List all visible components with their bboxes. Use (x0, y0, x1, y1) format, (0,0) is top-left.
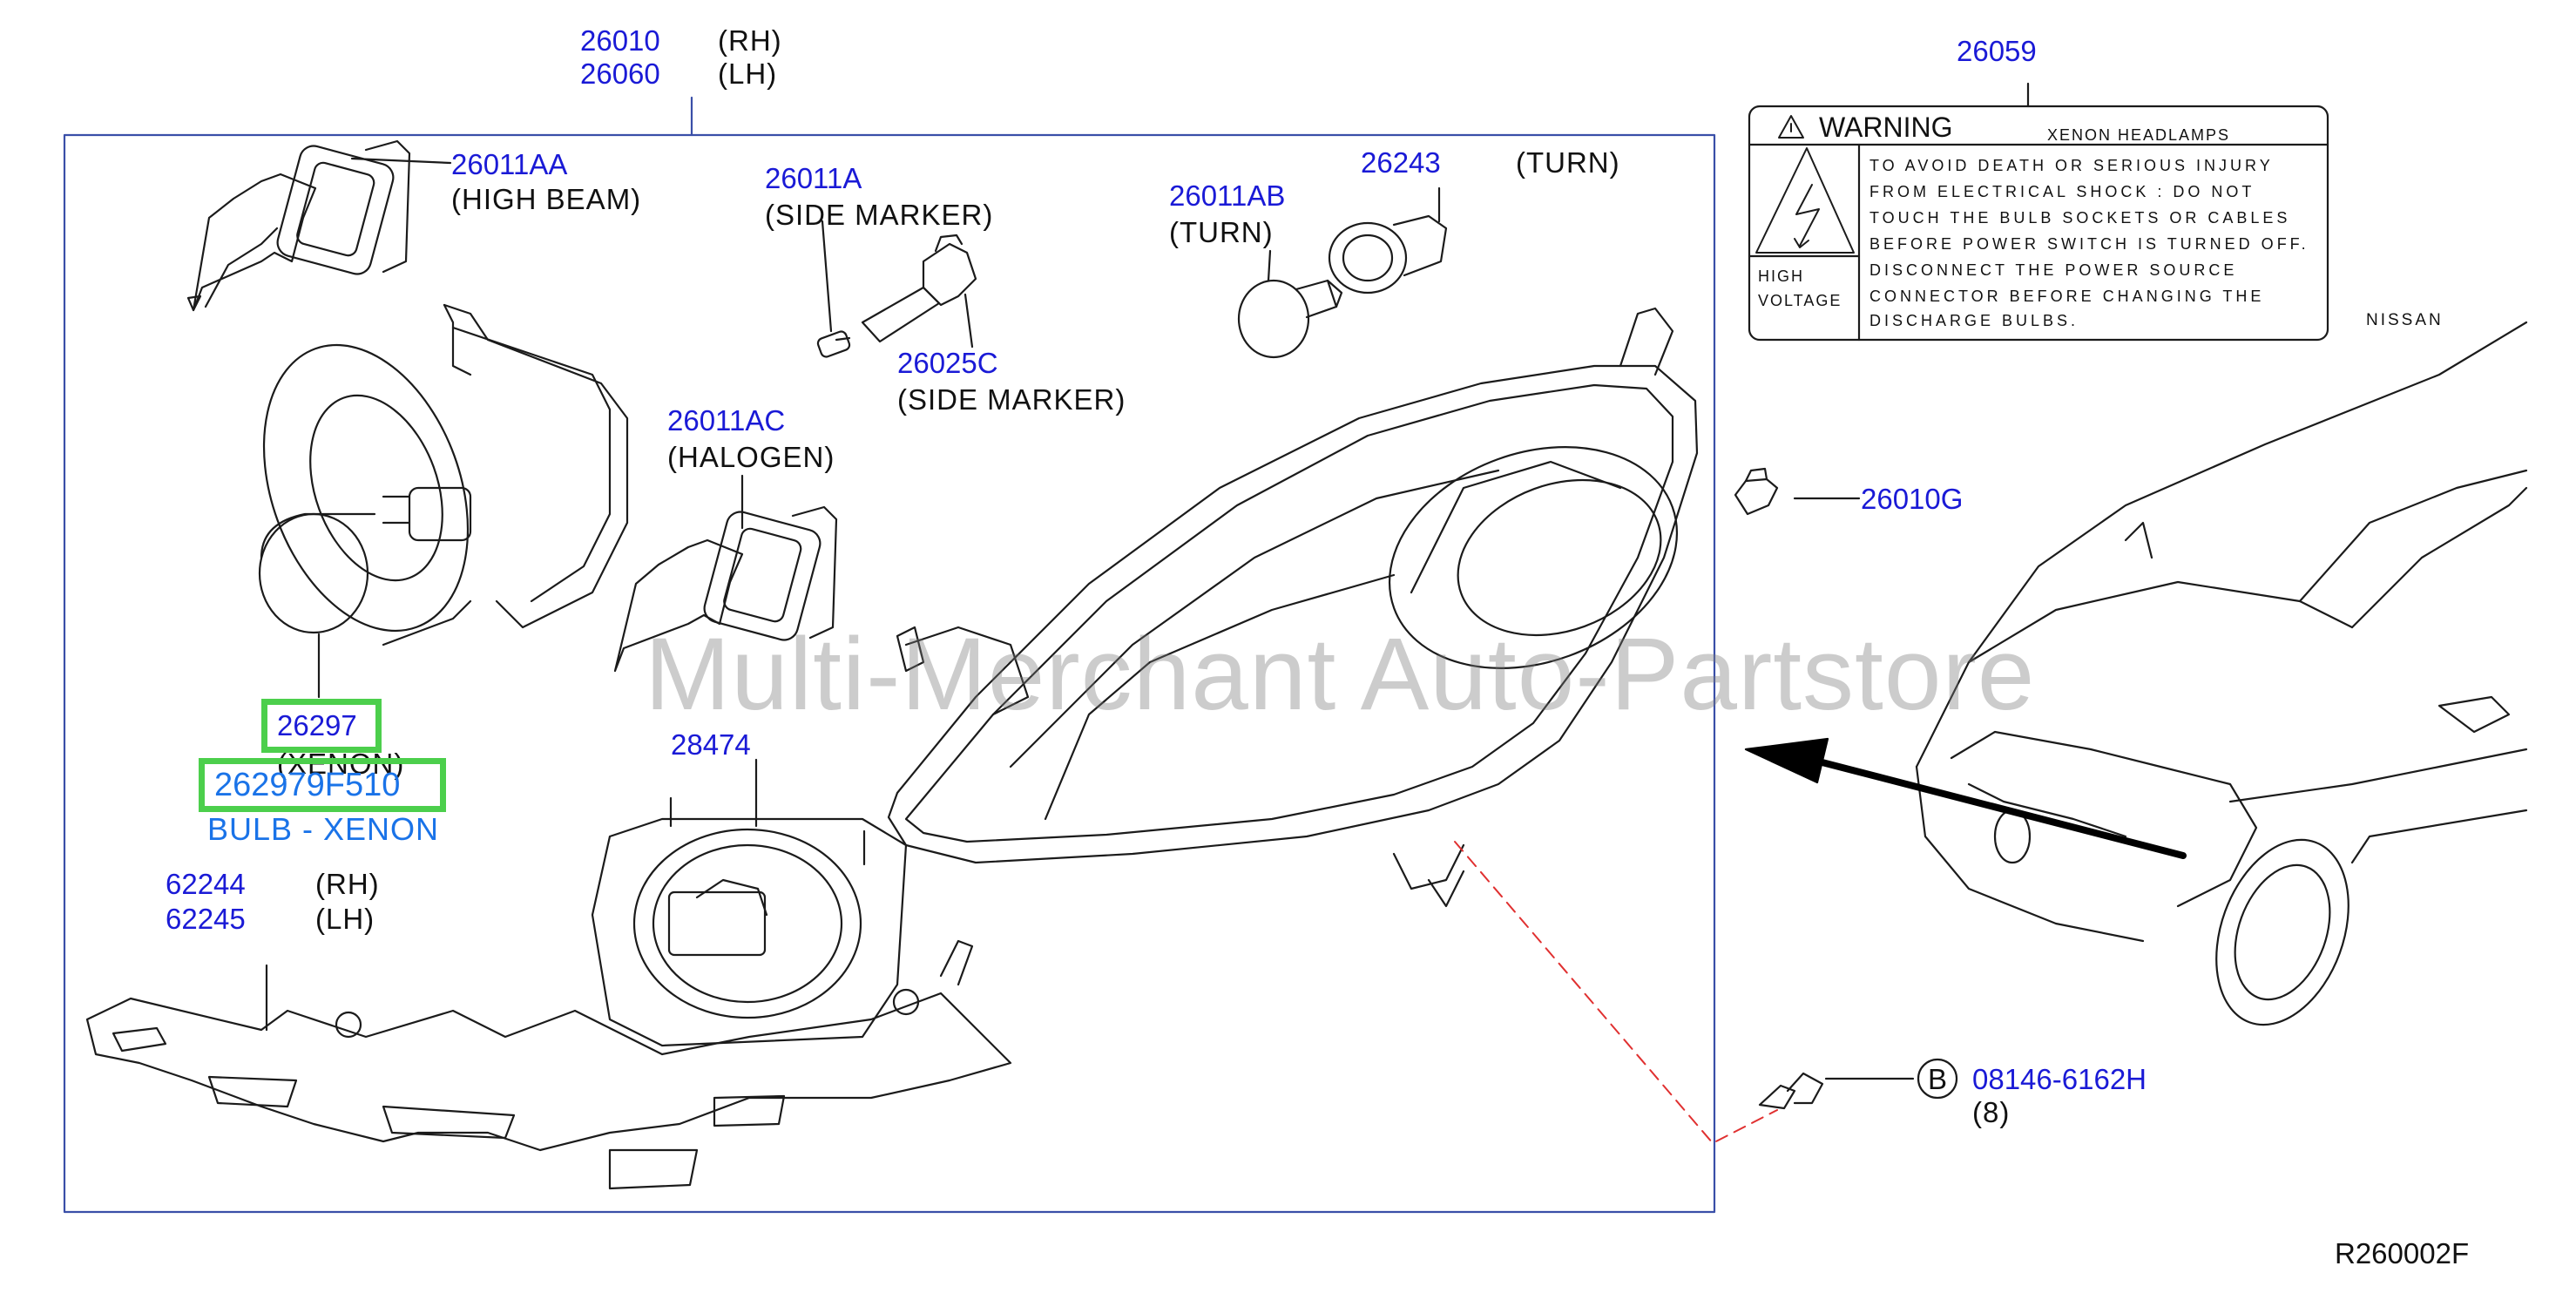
xenon-bulb-art (258, 303, 629, 699)
callout-26059-number[interactable]: 26059 (1957, 35, 2037, 67)
bolt-circle-marker (1917, 1058, 1958, 1100)
callout-bolt-qty: (8) (1972, 1096, 2011, 1128)
bolt-leader-dashed (1454, 841, 1778, 1144)
warning-title: WARNING (1819, 112, 1953, 143)
callout-26025C-number[interactable]: 26025C (897, 347, 998, 379)
callout-26011AB-desc: (TURN) (1169, 216, 1274, 248)
callout-bolt-number[interactable]: 08146-6162H (1972, 1063, 2147, 1095)
selected-oem-number[interactable]: 262979F510 (214, 767, 401, 803)
callout-62245-number[interactable]: 62245 (166, 903, 246, 935)
warning-line-4: BEFORE POWER SWITCH IS TURNED OFF. (1869, 235, 2309, 253)
assembly-frame (63, 133, 1716, 1214)
turn-bulb-art (1237, 186, 1448, 359)
callout-26297-number[interactable]: 26297 (277, 709, 357, 741)
highlight-26297 (261, 699, 382, 753)
high-beam-bulb-art (186, 139, 452, 312)
warning-side-high: HIGH (1758, 267, 1804, 285)
warning-line-6: CONNECTOR BEFORE CHANGING THE (1869, 288, 2265, 305)
clip-art (1734, 467, 1861, 516)
callout-26011AC-number[interactable]: 26011AC (667, 404, 786, 437)
callout-26243-desc: (TURN) (1516, 146, 1620, 179)
warning-label-box (1748, 105, 2329, 342)
assembly-side-rh: (RH) (718, 24, 782, 57)
halogen-bulb-art (613, 474, 838, 673)
callout-62245-side: (LH) (315, 903, 375, 935)
assembly-number-lh[interactable]: 26060 (580, 58, 660, 90)
warning-line-1: TO AVOID DEATH OR SERIOUS INJURY (1869, 157, 2274, 174)
callout-26011AB-number[interactable]: 26011AB (1169, 179, 1286, 212)
brand-label: NISSAN (2366, 311, 2444, 329)
callout-62244-number[interactable]: 62244 (166, 868, 246, 900)
callout-26011A-number[interactable]: 26011A (765, 162, 862, 194)
callout-26243-number[interactable]: 26243 (1361, 146, 1441, 179)
side-marker-art (816, 220, 977, 358)
warning-line-2: FROM ELECTRICAL SHOCK : DO NOT (1869, 183, 2255, 200)
selected-part-name: BULB - XENON (207, 811, 440, 847)
ballast-art (591, 758, 908, 1047)
warning-line-7: DISCHARGE BULBS. (1869, 312, 2079, 329)
callout-62244-side: (RH) (315, 868, 380, 900)
callout-26025C-desc: (SIDE MARKER) (897, 383, 1126, 416)
callout-26011AC-desc: (HALOGEN) (667, 441, 835, 473)
bracket-art (85, 939, 1012, 1190)
watermark: Multi-Merchant Auto-Partstore (645, 617, 2036, 732)
headlamp-housing-art (887, 307, 1699, 908)
callout-26011A-desc: (SIDE MARKER) (765, 199, 994, 231)
direction-arrow (1809, 756, 2187, 859)
callout-28474-number[interactable]: 28474 (671, 728, 751, 761)
diagram-code: R260002F (2335, 1237, 2470, 1269)
car-illustration (1915, 321, 2528, 1026)
warning-side-voltage: VOLTAGE (1758, 292, 1842, 309)
assembly-number-rh[interactable]: 26010 (580, 24, 660, 57)
warning-line-3: TOUCH THE BULB SOCKETS OR CABLES (1869, 209, 2291, 227)
callout-26011AA-number[interactable]: 26011AA (451, 148, 568, 180)
highlight-oem-number (199, 758, 446, 812)
assembly-side-lh: (LH) (718, 58, 778, 90)
callout-26010G-number[interactable]: 26010G (1861, 483, 1964, 515)
warning-subtitle: XENON HEADLAMPS (2047, 126, 2231, 144)
bolt-circle-letter: B (1928, 1063, 1949, 1095)
bolt-art (1758, 1058, 1958, 1110)
warning-line-5: DISCONNECT THE POWER SOURCE (1869, 261, 2238, 279)
callout-26011AA-desc: (HIGH BEAM) (451, 183, 642, 215)
